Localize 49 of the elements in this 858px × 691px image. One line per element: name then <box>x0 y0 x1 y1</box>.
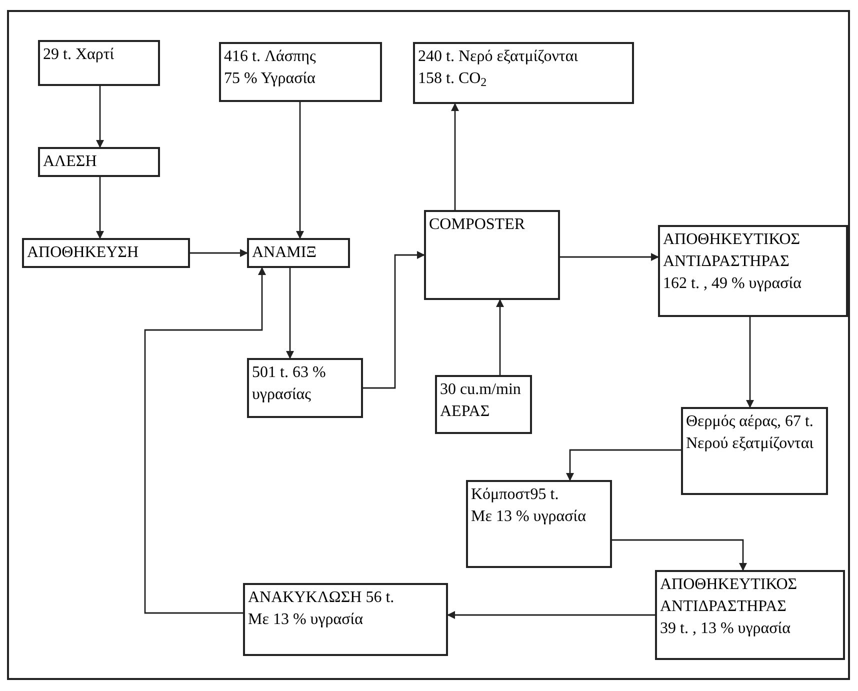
arrow <box>496 299 504 375</box>
arrow <box>96 86 104 148</box>
arrow <box>96 177 104 239</box>
box-text: 30 cu.m/min <box>440 380 522 400</box>
arrow <box>560 253 659 261</box>
box-text: ΑΠΟΘΗΚΕΥΣΗ <box>27 243 140 263</box>
arrow <box>612 539 747 571</box>
process-box <box>22 238 190 268</box>
box-text: 39 t. , 13 % υγρασία <box>660 619 792 639</box>
box-text: 162 t. , 49 % υγρασία <box>663 274 802 294</box>
process-box <box>424 210 560 300</box>
process-box <box>413 42 634 104</box>
box-text: Κόμποστ95 t. <box>471 485 560 505</box>
box-text: 416 t. Λάσπης <box>224 47 317 67</box>
process-box <box>655 570 845 660</box>
process-box <box>219 42 382 102</box>
process-box <box>658 225 848 317</box>
box-text: 240 t. Νερό εξατμίζονται <box>418 47 580 67</box>
arrow <box>296 102 304 239</box>
arrow <box>286 268 294 359</box>
process-box <box>435 375 532 434</box>
box-text: ΑΕΡΑΣ <box>440 402 491 422</box>
box-text: ΑΝΑΜΙΞ <box>252 243 318 263</box>
box-text: 158 t. CO$_{2}$ <box>418 69 488 90</box>
box-text: 29 t. Χαρτί <box>43 45 116 65</box>
box-text: 75 % Υγρασία <box>224 69 316 89</box>
box-text: COMPOSTER <box>429 215 526 235</box>
box-text: Με 13 % υγρασία <box>471 507 587 527</box>
process-box <box>38 147 160 177</box>
arrow <box>363 251 425 389</box>
process-box <box>247 358 363 418</box>
box-text: ΑΠΟΘΗΚΕΥΤΙΚΟΣ ΑΝΤΙΔΡΑΣΤΗΡΑΣ <box>663 230 802 272</box>
process-box <box>38 40 160 86</box>
box-text: Με 13 % υγρασία <box>248 610 364 630</box>
process-box <box>247 238 350 268</box>
arrow <box>566 449 681 481</box>
arrow <box>451 103 459 210</box>
box-text: 501 t. 63 % υγρασίας <box>252 363 327 405</box>
box-text: ΑΠΟΘΗΚΕΥΤΙΚΟΣ ΑΝΤΙΔΡΑΣΤΗΡΑΣ <box>660 575 798 617</box>
box-text: Θερμός αέρας, 67 t. Νερού εξατμίζονται <box>686 412 815 454</box>
arrow <box>144 267 266 614</box>
process-box <box>681 407 828 495</box>
arrow <box>746 317 754 408</box>
arrow <box>447 611 655 619</box>
process-box <box>466 480 612 568</box>
box-text: ΑΛΕΣΗ <box>43 152 98 172</box>
process-box <box>243 583 448 656</box>
arrow <box>190 249 248 257</box>
box-text: ΑΝΑΚΥΚΛΩΣΗ 56 t. <box>248 588 396 608</box>
